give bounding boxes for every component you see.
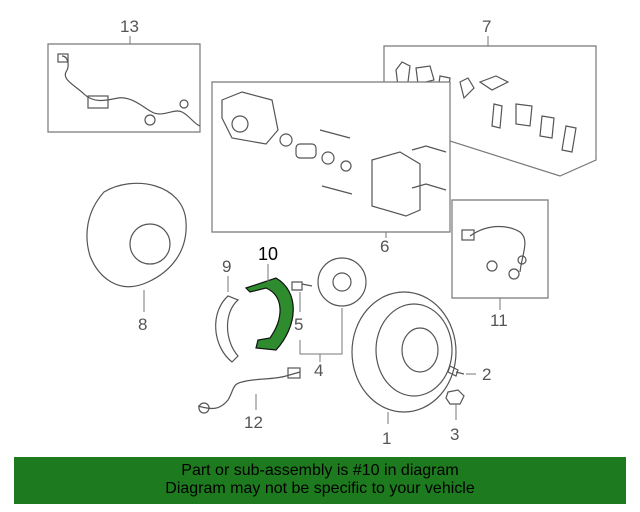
callout-13[interactable]: 13 <box>120 17 139 36</box>
part-3-nut[interactable]: 3 <box>445 389 465 444</box>
part-12-parking-brake-cable[interactable]: 12 <box>197 367 301 432</box>
callout-9[interactable]: 9 <box>222 257 231 276</box>
part-9-brake-shoe[interactable]: 9 <box>215 257 240 363</box>
callout-10[interactable]: 10 <box>258 244 278 264</box>
part-6-caliper-group[interactable]: 6 <box>211 81 451 256</box>
notice-banner: Part or sub-assembly is #10 in diagram D… <box>14 457 626 504</box>
callout-4[interactable]: 4 <box>314 361 323 380</box>
part-1-brake-disc[interactable]: 1 <box>351 291 457 448</box>
part-10-parking-brake-shoe-highlighted[interactable]: 10 <box>244 244 294 351</box>
part-13-abs-sensor-group[interactable]: 13 <box>47 17 201 133</box>
parts-diagram: 13 7 6 11 <box>47 17 597 448</box>
callout-8[interactable]: 8 <box>138 315 147 334</box>
part-4-hub-assembly[interactable]: 4 <box>299 257 367 380</box>
part-2-screw[interactable]: 2 <box>447 365 491 384</box>
callout-5[interactable]: 5 <box>294 315 303 334</box>
callout-2[interactable]: 2 <box>482 365 491 384</box>
part-8-splash-shield[interactable]: 8 <box>86 182 187 334</box>
banner-line-1: Part or sub-assembly is #10 in diagram <box>181 462 459 479</box>
callout-12[interactable]: 12 <box>244 413 263 432</box>
callout-1[interactable]: 1 <box>382 429 391 448</box>
part-5-hub-bolt[interactable]: 5 <box>291 281 313 334</box>
part-11-brake-hose-group[interactable]: 11 <box>451 199 549 330</box>
callout-3[interactable]: 3 <box>450 425 459 444</box>
callout-6[interactable]: 6 <box>380 237 389 256</box>
callout-7[interactable]: 7 <box>482 17 491 36</box>
callout-11[interactable]: 11 <box>490 311 508 330</box>
banner-line-2: Diagram may not be specific to your vehi… <box>165 480 475 497</box>
